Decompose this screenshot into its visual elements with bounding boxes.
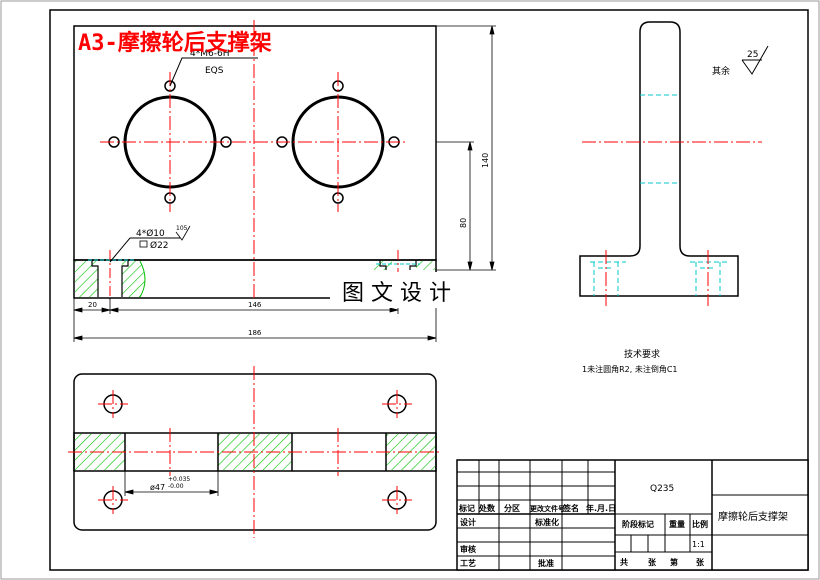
counterbore-diameter: Ø22 — [150, 240, 169, 251]
watermark-bg — [330, 272, 502, 308]
tb-part-name: 摩擦轮后支撑架 — [718, 510, 788, 523]
tapped-hole-callout: 4*M6-6H — [190, 49, 229, 59]
tb-r-review: 审核 — [460, 544, 476, 554]
base-hatch-left-a — [75, 261, 98, 297]
tb-scale-value: 1:1 — [692, 540, 705, 549]
tb-h-docno: 更改文件号 — [530, 504, 565, 513]
side-centerlines — [582, 141, 762, 306]
tb-sheets-total: 共 — [620, 557, 628, 567]
tb-scale-label: 比例 — [692, 519, 708, 529]
fit-dim-upper: +0.035 — [168, 476, 190, 483]
drawing-frame — [49, 9, 809, 571]
tb-h-date: 年.月.日 — [586, 503, 616, 513]
counterbore-roughness-symbol — [175, 225, 191, 241]
top-centerlines — [68, 366, 442, 538]
leader-counterbore — [109, 237, 180, 263]
base-break-line — [139, 260, 146, 298]
title-block-grid — [457, 460, 808, 570]
side-view: 其余 25 — [579, 21, 769, 306]
watermark-text: 图 文 设 计 — [342, 281, 451, 306]
fit-dim-line — [124, 471, 219, 496]
counterbore-right — [379, 260, 417, 270]
tb-sheet-unit: 张 — [696, 558, 705, 567]
leader-tapped — [169, 57, 258, 87]
tb-material: Q235 — [650, 484, 674, 494]
tb-h-zone: 分区 — [504, 503, 520, 513]
tb-weight: 重量 — [669, 519, 685, 529]
dim-height-140: 140 — [481, 153, 490, 168]
front-view: 4*M6-6H EQS 4*Ø10 Ø22 105 140 80 — [73, 20, 496, 342]
title-block: 标记 处数 分区 更改文件号 签名 年.月.日 设计 标准化 审核 工艺 批准 … — [456, 459, 809, 571]
top-view: ø47 +0.035 -0.00 — [68, 366, 442, 538]
roughness-value: 25 — [747, 50, 758, 60]
counterbore-depth: 105 — [176, 225, 188, 232]
front-vertical-dims — [436, 25, 496, 271]
tb-sheets-unit: 张 — [648, 558, 657, 567]
tapped-hole-eqs: EQS — [205, 66, 224, 76]
tech-req-heading: 技术要求 — [624, 348, 660, 360]
drawing-title-overlay: A3-摩擦轮后支撑架 — [78, 30, 272, 56]
fit-dim-lower: -0.00 — [168, 483, 184, 490]
dim-186: 186 — [248, 329, 262, 337]
tb-stage-mark: 阶段标记 — [622, 519, 654, 529]
counterbore-callout: 4*Ø10 — [136, 228, 165, 239]
tb-h-mark: 标记 — [458, 503, 475, 513]
dim-146: 146 — [248, 301, 262, 309]
dim-20: 20 — [88, 301, 97, 309]
roughness-label: 其余 — [712, 65, 730, 77]
tb-r-std: 标准化 — [534, 517, 559, 527]
tech-req-line1: 1未注圆角R2, 未注倒角C1 — [582, 364, 678, 374]
fit-dim-diameter: ø47 — [150, 483, 165, 492]
counterbore-symbol — [139, 240, 148, 248]
base-hatch-right-b — [416, 261, 435, 270]
tb-r-design: 设计 — [460, 517, 476, 527]
roughness-symbol — [741, 45, 769, 75]
side-hidden-lines — [590, 94, 728, 296]
counterbore-left — [91, 260, 129, 297]
dim-height-80: 80 — [459, 218, 468, 228]
tb-h-count: 处数 — [478, 503, 496, 513]
tb-h-sign: 签名 — [562, 503, 579, 513]
side-profile-outline — [579, 21, 739, 297]
tb-r-process: 工艺 — [460, 558, 476, 568]
tb-sheet-no: 第 — [670, 557, 678, 567]
base-hatch-left-b — [122, 261, 145, 297]
tb-r-approve: 批准 — [538, 558, 554, 568]
front-centerlines — [100, 20, 408, 300]
